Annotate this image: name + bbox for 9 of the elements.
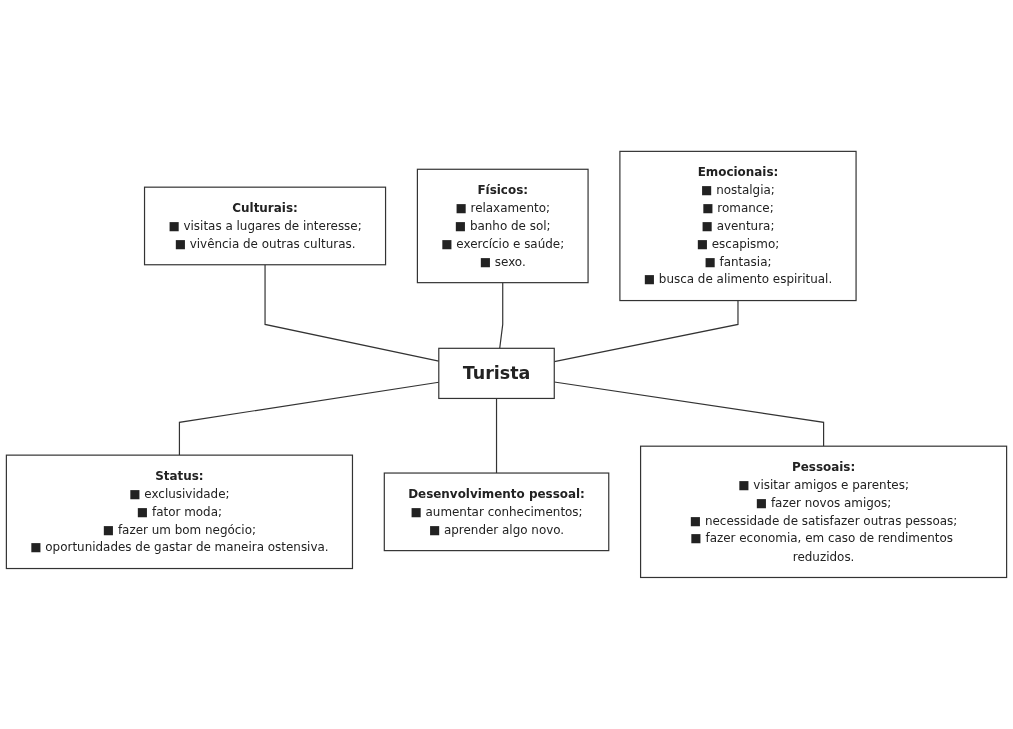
connector	[495, 397, 498, 474]
node-box: Status: ■ exclusividade; ■ fator moda; ■ fazer um bom negócio; ■ oportunidades de gastar de maneira ostensiva.	[5, 454, 354, 570]
node-box: Culturais: ■ visitas a lugares de interesse; ■ vivência de outras culturas.	[143, 186, 387, 266]
node-box: Desenvolvimento pessoal: ■ aumentar conhecimentos; ■ aprender algo novo.	[383, 472, 610, 552]
node-box: Turista	[438, 347, 555, 400]
node-box: Pessoais: ■ visitar amigos e parentes; ■ fazer novos amigos; ■ necessidade de satisfazer outras pessoas; ■ fazer economia, em caso de rendimentos reduzidos.	[640, 445, 1008, 579]
node-box: Emocionais: ■ nostalgia; ■ romance; ■ aventura; ■ escapismo; ■ fantasia; ■ busca de alimento espiritual.	[619, 150, 857, 302]
node-box: Físicos: ■ relaxamento; ■ banho de sol; ■ exercício e saúde; ■ sexo.	[416, 168, 589, 284]
connector	[499, 282, 504, 349]
